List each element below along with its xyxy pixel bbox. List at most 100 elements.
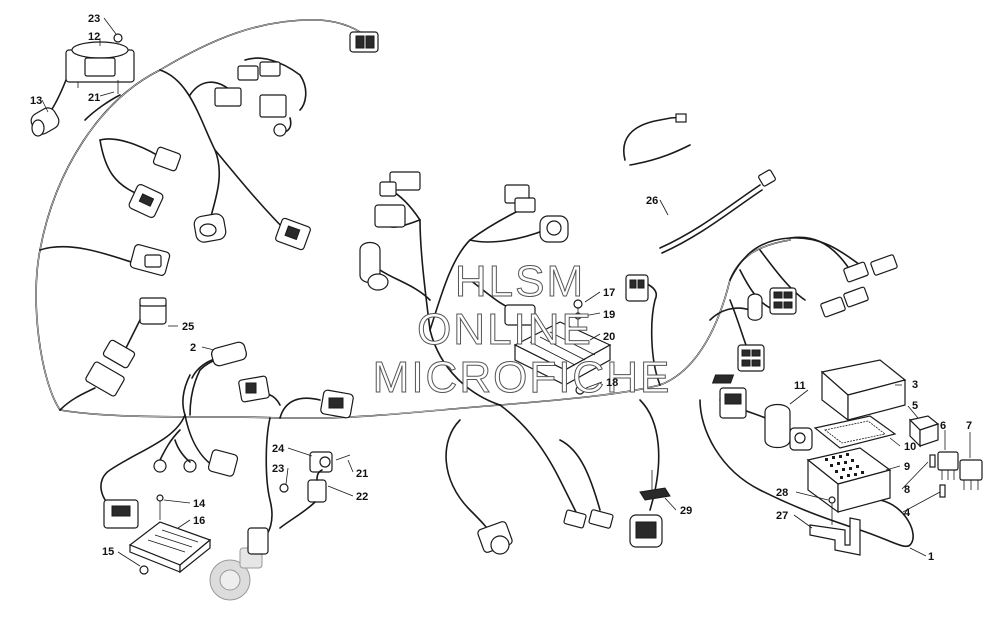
nut-23-top — [113, 33, 123, 43]
connector-mid-left-1 — [238, 375, 270, 403]
connector-bottom-center-1 — [477, 521, 513, 555]
ring-terminals-bottom-left — [153, 439, 197, 473]
screw-28 — [828, 496, 836, 525]
ring-terminal-top — [273, 117, 292, 137]
spark-plug-cap-13 — [30, 79, 67, 137]
connector-bottom-center-2 — [563, 509, 614, 529]
callout-26: 26 — [646, 195, 658, 207]
nut-23-mid — [279, 483, 289, 493]
ignition-coil-12 — [65, 41, 135, 88]
callout-23-mid: 23 — [272, 463, 284, 475]
connector-center-1 — [379, 171, 421, 197]
regulator-20 — [513, 321, 612, 387]
connector-center-4 — [504, 184, 536, 213]
callout-14: 14 — [193, 498, 206, 510]
callout-21-top: 21 — [88, 92, 100, 104]
washer-19 — [574, 312, 582, 320]
connector-right-4 — [769, 287, 797, 315]
fuse-4 — [939, 484, 946, 498]
callout-5: 5 — [912, 400, 918, 412]
callout-13: 13 — [30, 95, 42, 107]
connector-center-7 — [625, 274, 649, 302]
callout-27: 27 — [776, 510, 788, 522]
connector-right-3 — [820, 296, 846, 318]
sensor-24 — [309, 451, 333, 473]
callout-24: 24 — [272, 443, 285, 455]
sensor-bottom-gray — [209, 547, 263, 601]
connector-top-2 — [214, 61, 287, 118]
connector-left-2 — [128, 184, 164, 218]
connector-right-1 — [843, 254, 898, 283]
callout-8: 8 — [904, 484, 910, 496]
module-16 — [128, 521, 212, 574]
nut-18 — [575, 385, 585, 395]
bracket-27 — [809, 517, 861, 556]
connector-2 — [191, 341, 248, 379]
clip-29 — [639, 470, 671, 501]
relay-5 — [908, 415, 940, 448]
connector-mid-left-2 — [320, 389, 354, 419]
fuse-block-9 — [806, 447, 892, 514]
main-harness-trunk — [35, 19, 791, 420]
callout-28: 28 — [776, 487, 788, 499]
fuse-box-cover-3 — [711, 359, 907, 422]
callout-17: 17 — [603, 287, 615, 299]
connector-bottom-mid — [247, 527, 269, 555]
bolt-21-mid — [335, 454, 351, 461]
nut-15 — [139, 565, 149, 575]
callout-1: 1 — [928, 551, 934, 563]
watermark-line-3: MICROFICHE — [373, 353, 672, 402]
callout-6: 6 — [940, 420, 946, 432]
callout-2: 2 — [190, 342, 196, 354]
connector-bottom-left — [103, 499, 139, 529]
connector-25 — [59, 297, 167, 411]
callout-18: 18 — [606, 377, 618, 389]
callout-labels: 23 12 13 21 26 25 2 17 19 20 18 3 5 11 6… — [30, 13, 972, 563]
connector-bottom-center-3 — [629, 514, 663, 548]
callout-22: 22 — [356, 491, 368, 503]
fuse-holder-11 — [764, 403, 813, 451]
relay-6 — [937, 451, 959, 480]
connector-left-5 — [129, 244, 171, 276]
callout-15: 15 — [102, 546, 114, 558]
connector-22 — [279, 469, 327, 529]
callout-21-mid: 21 — [356, 468, 368, 480]
watermark-line-2: ONLINE — [417, 305, 593, 354]
connector-left-1 — [152, 146, 182, 172]
callout-29: 29 — [680, 505, 692, 517]
connector-center-5 — [539, 215, 569, 243]
screw-14 — [156, 494, 164, 520]
connector-mid-left-3 — [207, 449, 239, 477]
callout-9: 9 — [904, 461, 910, 473]
relay-7 — [959, 459, 983, 490]
connector-center-2 — [374, 204, 406, 228]
callout-19: 19 — [603, 309, 615, 321]
connector-right-7 — [719, 387, 747, 419]
connector-center-6 — [504, 304, 536, 326]
leader-lines — [41, 17, 971, 567]
connector-right-6 — [747, 293, 763, 321]
callout-12: 12 — [88, 31, 100, 43]
cable-tie-26 — [623, 113, 776, 254]
gasket-10 — [813, 415, 897, 449]
fuse-8 — [929, 454, 936, 468]
watermark: HLSM ONLINE MICROFICHE — [372, 257, 672, 403]
callout-3: 3 — [912, 379, 918, 391]
callout-4: 4 — [904, 507, 911, 519]
connector-left-3 — [193, 213, 227, 243]
callout-16: 16 — [193, 515, 205, 527]
connector-top-1 — [349, 31, 379, 53]
connector-right-2 — [843, 286, 869, 308]
callout-20: 20 — [603, 331, 615, 343]
callout-10: 10 — [904, 441, 916, 453]
watermark-line-1: HLSM — [455, 257, 585, 306]
callout-25: 25 — [182, 321, 194, 333]
connector-left-4 — [275, 217, 311, 251]
connector-center-3 — [359, 241, 389, 291]
connector-right-5 — [737, 344, 765, 372]
screw-17 — [573, 299, 583, 328]
callout-23-top: 23 — [88, 13, 100, 25]
callout-7: 7 — [966, 420, 972, 432]
